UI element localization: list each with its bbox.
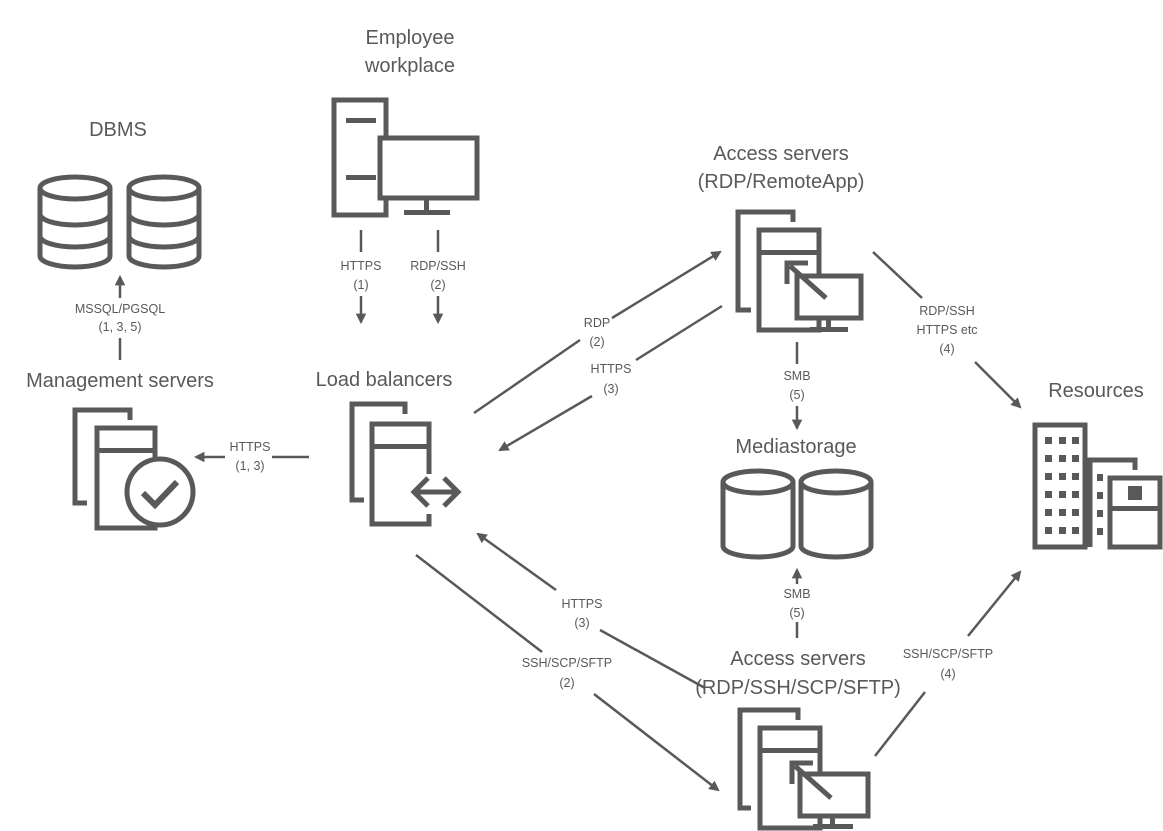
database-icon (37, 174, 202, 270)
edge-access-rdp-media: SMB (5) (783, 342, 811, 431)
edge-label-protocol: SSH/SCP/SFTP (903, 647, 993, 661)
edge-label-step: (3) (574, 616, 589, 630)
edge-label-protocol: HTTPS (230, 440, 271, 454)
edge-label-protocol: SMB (783, 369, 810, 383)
edge-label-protocol-2: HTTPS etc (916, 323, 977, 337)
edge-label-protocol: MSSQL/PGSQL (75, 302, 165, 316)
edge-management-dbms: MSSQL/PGSQL (1, 3, 5) (75, 274, 165, 360)
edge-access-ssh-resources: SSH/SCP/SFTP (4) (874, 570, 1022, 757)
edge-label-step: (2) (559, 676, 574, 690)
edge-employee-lb-https: HTTPS (1) (341, 230, 382, 325)
edge-label-protocol: HTTPS (341, 259, 382, 273)
resources-title: Resources (1048, 380, 1144, 402)
desktop-computer-icon (331, 97, 480, 218)
access-rdp-title-line1: Access servers (713, 143, 849, 165)
edge-label-protocol: HTTPS (562, 597, 603, 611)
server-remote-icon (735, 209, 864, 333)
edge-access-rdp-resources: RDP/SSH HTTPS etc (4) (872, 251, 1022, 409)
edge-label-step: (2) (589, 335, 604, 349)
edge-employee-lb-rdp: RDP/SSH (2) (410, 230, 466, 325)
edge-label-step: (4) (940, 667, 955, 681)
access-rdp-title-line2: (RDP/RemoteApp) (698, 171, 865, 193)
access-ssh-title-line1: Access servers (730, 648, 866, 670)
server-load-balancer-icon (349, 401, 462, 527)
edge-label-protocol: SSH/SCP/SFTP (522, 656, 612, 670)
load-balancers-title: Load balancers (316, 369, 453, 391)
employee-title-line1: Employee (366, 27, 455, 49)
edge-label-step: (1, 3, 5) (98, 320, 141, 334)
edge-label-step: (4) (939, 342, 954, 356)
edge-access-ssh-media: SMB (5) (783, 567, 811, 638)
access-ssh-title-line2: (RDP/SSH/SCP/SFTP) (695, 677, 901, 699)
server-remote-icon (737, 707, 871, 831)
mediastorage-title: Mediastorage (735, 436, 856, 458)
database-icon (720, 468, 874, 560)
edge-label-protocol: HTTPS (591, 362, 632, 376)
edge-label-step: (5) (789, 606, 804, 620)
edge-label-protocol: RDP (584, 316, 610, 330)
edge-lb-access-ssh: SSH/SCP/SFTP (2) (415, 554, 720, 792)
dbms-title: DBMS (89, 119, 147, 141)
employee-title-line2: workplace (364, 55, 455, 77)
buildings-icon (1032, 422, 1163, 550)
edge-lb-access-rdp: RDP (2) (473, 250, 722, 415)
edge-label-protocol: SMB (783, 587, 810, 601)
edge-label-step: (3) (603, 382, 618, 396)
edge-access-rdp-lb: HTTPS (3) (498, 304, 723, 452)
edge-label-step: (2) (430, 278, 445, 292)
edge-label-step: (5) (789, 388, 804, 402)
management-servers-title: Management servers (26, 370, 214, 392)
edge-label-step: (1, 3) (235, 459, 264, 473)
server-check-icon (72, 407, 196, 531)
edge-label-step: (1) (353, 278, 368, 292)
edge-label-protocol: RDP/SSH (919, 304, 975, 318)
edge-access-ssh-lb: HTTPS (3) (476, 532, 706, 690)
edge-lb-management: HTTPS (1, 3) (193, 440, 309, 473)
edge-label-protocol: RDP/SSH (410, 259, 466, 273)
